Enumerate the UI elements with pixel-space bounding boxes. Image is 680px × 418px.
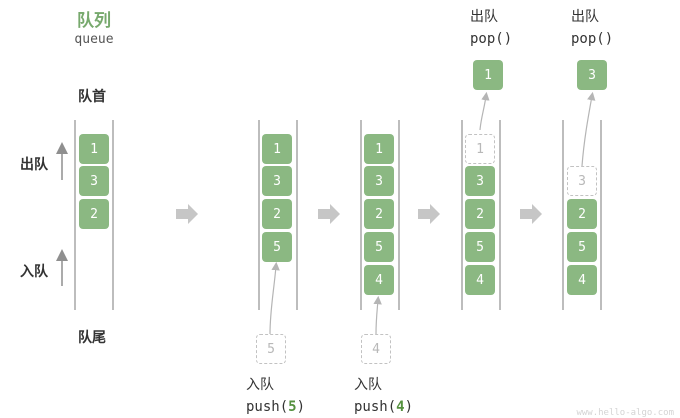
- queue-element: 3: [465, 166, 495, 196]
- queue-wall: [562, 120, 564, 310]
- queue-element: 5: [465, 232, 495, 262]
- push-call-close: ): [296, 399, 306, 415]
- pop-call-code: pop(): [470, 31, 513, 47]
- push-call-code: push(4): [354, 396, 413, 418]
- transition-arrow-3: [418, 204, 440, 224]
- queue-element: 2: [465, 199, 495, 229]
- queue-wall: [600, 120, 602, 310]
- popped-element-ghost: 1: [465, 134, 495, 164]
- queue-wall: [74, 120, 76, 310]
- queue-element: 4: [364, 265, 394, 295]
- pop-caption: 出队 pop(): [470, 6, 512, 50]
- pushed-element-ghost: 4: [361, 334, 391, 364]
- transition-arrow-4: [520, 204, 542, 224]
- enqueue-direction-label: 入队: [20, 264, 48, 280]
- push-call-code: push(5): [246, 396, 305, 418]
- queue-element: 5: [364, 232, 394, 262]
- push-4-caption: 入队 push(4): [354, 374, 413, 418]
- pop-3-connector: [581, 91, 596, 167]
- queue-element: 5: [567, 232, 597, 262]
- push-5-connector: [269, 261, 280, 335]
- pushed-element-ghost: 5: [256, 334, 286, 364]
- dequeue-caption: 出队: [470, 9, 498, 25]
- diagram-subtitle: queue: [74, 32, 114, 47]
- queue-wall: [398, 120, 400, 310]
- queue-element: 5: [262, 232, 292, 262]
- push-call-name: push(: [246, 399, 289, 415]
- queue-element: 2: [262, 199, 292, 229]
- dequeue-direction-label: 出队: [20, 157, 48, 173]
- push-call-name: push(: [354, 399, 397, 415]
- diagram-title: 队列: [77, 11, 111, 31]
- queue-element: 3: [364, 166, 394, 196]
- transition-arrow-2: [318, 204, 340, 224]
- queue-element: 1: [79, 134, 109, 164]
- pop-call-code: pop(): [571, 31, 614, 47]
- queue-wall: [461, 120, 463, 310]
- push-call-close: ): [404, 399, 414, 415]
- dequeue-caption: 出队: [571, 9, 599, 25]
- queue-element: 2: [79, 199, 109, 229]
- queue-tail-label: 队尾: [78, 330, 106, 346]
- enqueue-caption: 入队: [246, 377, 274, 393]
- queue-head-label: 队首: [78, 89, 106, 105]
- push-5-caption: 入队 push(5): [246, 374, 305, 418]
- queue-element: 3: [79, 166, 109, 196]
- queue-wall: [296, 120, 298, 310]
- queue-element: 4: [567, 265, 597, 295]
- popped-element-ghost: 3: [567, 166, 597, 196]
- queue-element: 4: [465, 265, 495, 295]
- queue-wall: [112, 120, 114, 310]
- queue-element: 2: [567, 199, 597, 229]
- queue-wall: [360, 120, 362, 310]
- pop-1-connector: [479, 91, 490, 131]
- pop-caption: 出队 pop(): [571, 6, 613, 50]
- popped-element: 1: [473, 60, 503, 90]
- transition-arrows: [176, 204, 542, 224]
- push-4-connector: [373, 295, 382, 335]
- transition-arrow-1: [176, 204, 198, 224]
- popped-element: 3: [577, 60, 607, 90]
- push-call-arg: 4: [396, 399, 405, 415]
- queue-wall: [499, 120, 501, 310]
- queue-element: 3: [262, 166, 292, 196]
- watermark-text: www.hello-algo.com: [576, 408, 674, 418]
- queue-element: 1: [262, 134, 292, 164]
- enqueue-caption: 入队: [354, 377, 382, 393]
- queue-element: 2: [364, 199, 394, 229]
- push-call-arg: 5: [288, 399, 297, 415]
- queue-element: 1: [364, 134, 394, 164]
- queue-wall: [258, 120, 260, 310]
